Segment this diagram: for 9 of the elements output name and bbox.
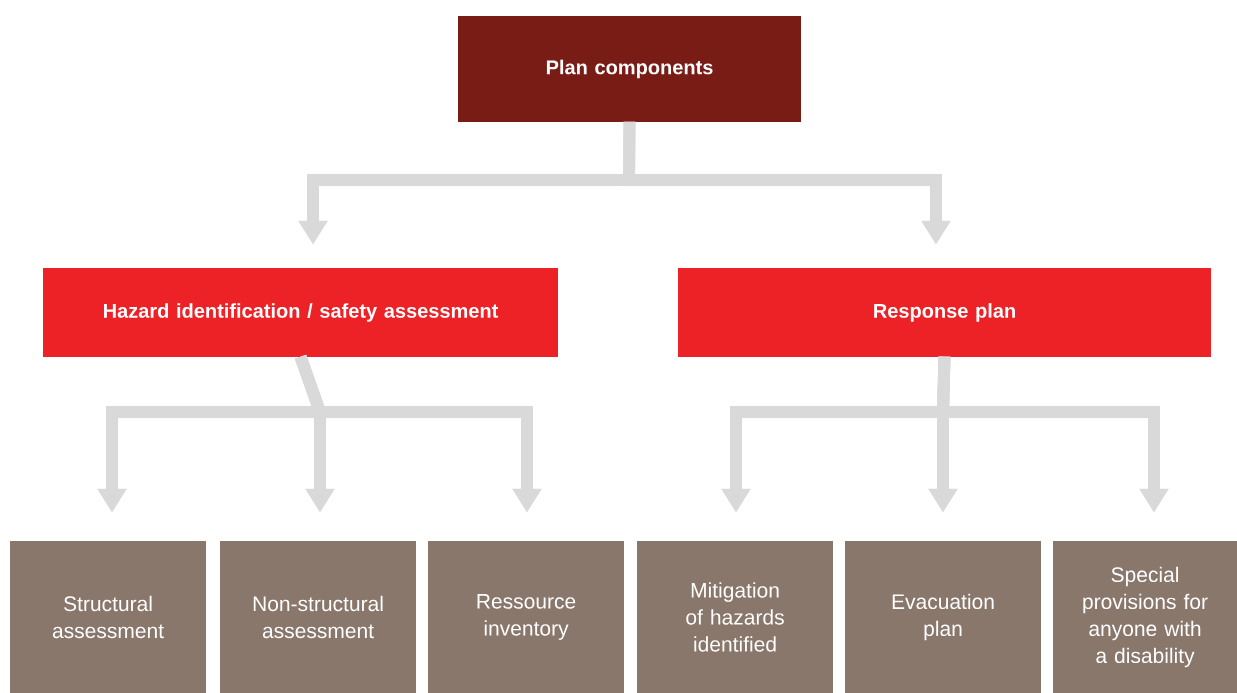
category-box: Hazard identification / safety assessment: [43, 268, 558, 357]
item-box: Structural assessment: [10, 541, 206, 693]
title-box: Plan components: [458, 16, 801, 122]
item-box: Special provisions for anyone with a disability: [1053, 541, 1237, 693]
item-box: Ressource inventory: [428, 541, 624, 693]
category-box: Response plan: [678, 268, 1211, 357]
item-box: Mitigation of hazards identified: [637, 541, 833, 693]
item-box: Non-structural assessment: [220, 541, 416, 693]
item-box: Evacuation plan: [845, 541, 1041, 693]
